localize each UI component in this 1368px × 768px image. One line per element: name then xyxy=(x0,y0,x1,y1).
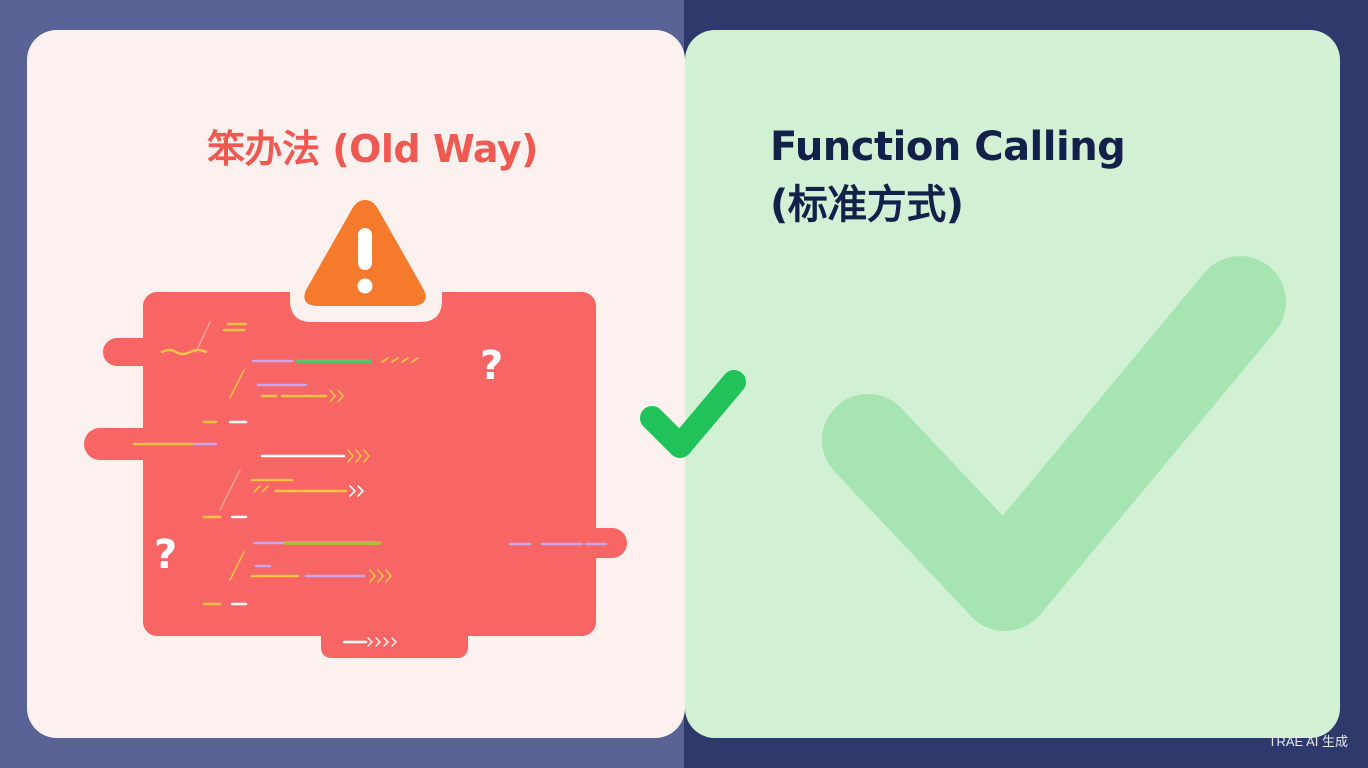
question-mark-icon: ? xyxy=(154,532,178,578)
question-mark-icon: ? xyxy=(480,343,504,389)
warning-icon xyxy=(304,200,426,306)
old-way-title: 笨办法 (Old Way) xyxy=(207,127,539,171)
messy-code-block xyxy=(84,292,627,658)
scribbled-code-lines xyxy=(132,321,608,647)
function-calling-title-line1: Function Calling xyxy=(770,124,1126,170)
function-calling-title-line2: (标准方式) xyxy=(770,182,964,228)
big-check-icon xyxy=(822,256,1286,631)
watermark: TRAE AI 生成 xyxy=(1268,734,1348,749)
function-calling-title: Function Calling (标准方式) xyxy=(770,118,1126,234)
small-check-icon xyxy=(640,370,746,458)
